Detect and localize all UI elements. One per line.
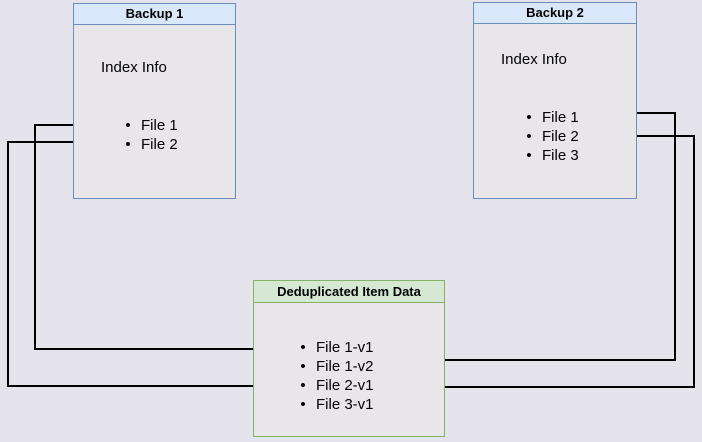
- backup2-file-list: • File 1 • File 2 • File 3: [522, 108, 579, 165]
- dedup-store-title: Deduplicated Item Data: [277, 284, 421, 299]
- list-item: • File 3-v1: [296, 395, 374, 414]
- list-item: • File 2-v1: [296, 376, 374, 395]
- file-version-label: File 2-v1: [316, 377, 374, 394]
- file-version-label: File 1-v2: [316, 358, 374, 375]
- dedup-store-header: Deduplicated Item Data: [254, 281, 444, 303]
- list-item: • File 1-v1: [296, 338, 374, 357]
- bullet-icon: •: [125, 136, 131, 153]
- dedup-item-list: • File 1-v1 • File 1-v2 • File 2-v1 • Fi…: [296, 338, 374, 414]
- list-item: • File 1: [522, 108, 579, 127]
- file-version-label: File 3-v1: [316, 396, 374, 413]
- bullet-icon: •: [526, 147, 532, 164]
- file-label: File 3: [542, 147, 579, 164]
- backup1-index-info-label: Index Info: [101, 59, 167, 76]
- file-label: File 2: [542, 128, 579, 145]
- bullet-icon: •: [526, 109, 532, 126]
- dedup-store-box: Deduplicated Item Data • File 1-v1 • Fil…: [253, 280, 445, 437]
- list-item: • File 2: [121, 135, 178, 154]
- backup1-box: Backup 1 Index Info • File 1 • File 2: [73, 3, 236, 199]
- list-item: • File 1-v2: [296, 357, 374, 376]
- file-label: File 2: [141, 136, 178, 153]
- backup1-header: Backup 1: [74, 4, 235, 25]
- list-item: • File 2: [522, 127, 579, 146]
- backup1-file-list: • File 1 • File 2: [121, 116, 178, 154]
- backup2-box: Backup 2 Index Info • File 1 • File 2 • …: [473, 2, 637, 199]
- list-item: • File 1: [121, 116, 178, 135]
- bullet-icon: •: [300, 358, 306, 375]
- list-item: • File 3: [522, 146, 579, 165]
- file-label: File 1: [542, 109, 579, 126]
- backup1-title: Backup 1: [125, 6, 184, 21]
- backup2-title: Backup 2: [526, 5, 584, 20]
- file-label: File 1: [141, 117, 178, 134]
- bullet-icon: •: [125, 117, 131, 134]
- backup2-header: Backup 2: [474, 3, 636, 24]
- bullet-icon: •: [300, 339, 306, 356]
- bullet-icon: •: [526, 128, 532, 145]
- bullet-icon: •: [300, 396, 306, 413]
- bullet-icon: •: [300, 377, 306, 394]
- file-version-label: File 1-v1: [316, 339, 374, 356]
- backup2-index-info-label: Index Info: [501, 51, 567, 68]
